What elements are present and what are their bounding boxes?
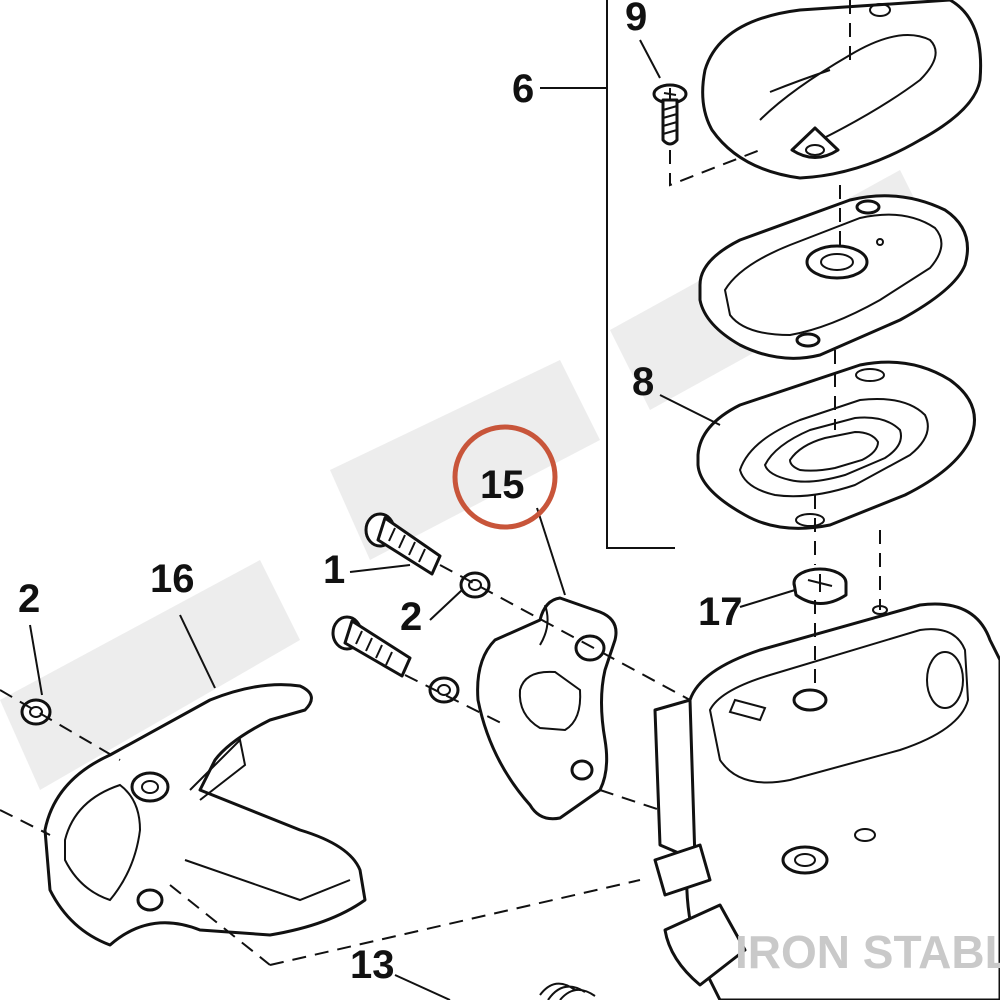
part-master-cylinder-housing[interactable] — [653, 602, 1000, 1000]
assembly-centerlines — [0, 0, 881, 966]
part-2-washer-upper[interactable] — [459, 571, 491, 599]
callout-9: 9 — [625, 0, 647, 39]
callout-2-left: 2 — [18, 577, 40, 621]
callout-6: 6 — [512, 67, 534, 111]
part-8-diaphragm[interactable] — [696, 360, 976, 530]
part-1-screw-lower[interactable] — [331, 615, 412, 678]
part-6-reservoir-cover[interactable] — [701, 0, 983, 180]
callout-13: 13 — [350, 943, 395, 987]
part-9-screw[interactable] — [652, 83, 688, 146]
callout-2-right: 2 — [400, 595, 422, 639]
leader-16 — [179, 614, 216, 689]
leader-13 — [394, 974, 451, 1000]
leader-8 — [659, 394, 721, 426]
callout-6-bracket — [540, 0, 675, 549]
part-2-washer-lower[interactable] — [428, 676, 460, 704]
part-16-lever[interactable] — [43, 683, 367, 947]
callout-17: 17 — [698, 590, 743, 634]
callout-16: 16 — [150, 557, 195, 601]
part-15-clamp-half[interactable] — [476, 596, 618, 821]
part-1-screw-upper[interactable] — [364, 512, 442, 576]
callout-8: 8 — [632, 360, 654, 404]
callout-1: 1 — [323, 548, 345, 592]
callout-labels: 9 6 8 15 1 2 16 2 17 13 — [18, 0, 743, 987]
leader-9 — [639, 39, 661, 79]
part-cover-plate[interactable] — [698, 194, 969, 360]
part-17-plug[interactable] — [792, 567, 848, 605]
leader-2-left — [29, 624, 43, 696]
brand-watermark: IRON STABLE — [735, 926, 1000, 978]
part-13-spring[interactable] — [539, 982, 596, 1000]
callout-15: 15 — [480, 463, 525, 507]
part-2-washer-left[interactable] — [20, 698, 52, 726]
leader-17 — [739, 589, 796, 608]
leader-2-right — [429, 589, 463, 621]
leader-1 — [349, 564, 411, 573]
leader-15 — [536, 507, 566, 596]
highlight-ring-15 — [452, 424, 558, 530]
